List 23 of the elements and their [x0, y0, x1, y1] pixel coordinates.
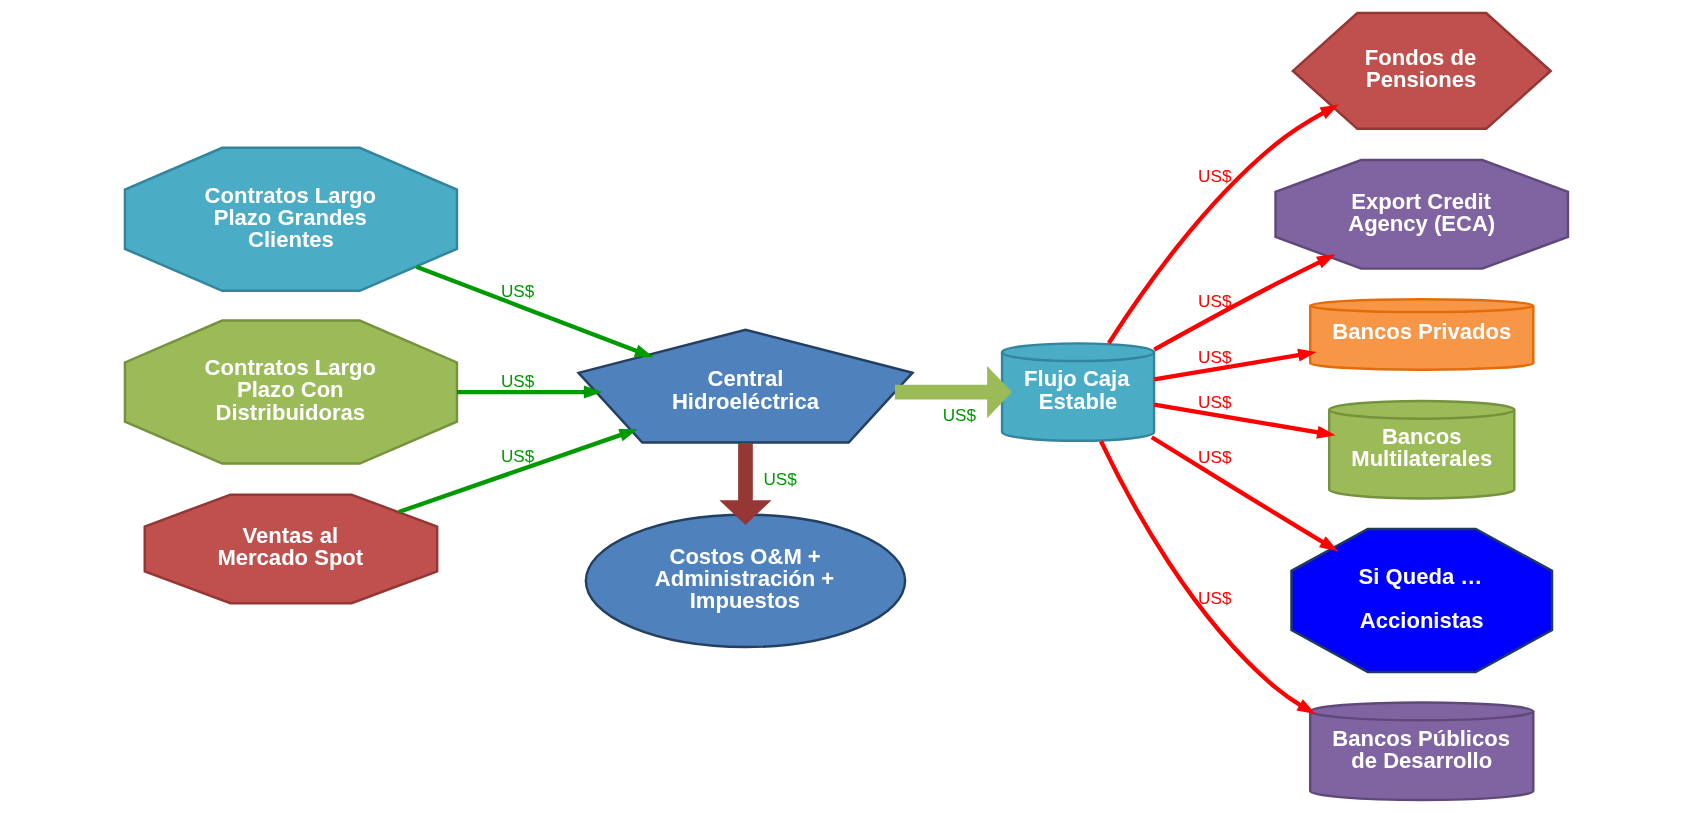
arrow — [397, 428, 638, 514]
arrow — [456, 385, 602, 399]
arrow — [1153, 402, 1335, 439]
node-ellipse: Costos O&M + Administración + Impuestos — [584, 513, 906, 649]
arrow — [1153, 348, 1317, 382]
arrow — [415, 264, 653, 358]
edge-label: US$ — [1197, 392, 1231, 413]
arrow — [1098, 440, 1316, 715]
edge-label: US$ — [500, 446, 534, 467]
arrow — [1106, 104, 1339, 345]
edge-label: US$ — [1197, 447, 1231, 468]
arrow — [1150, 435, 1338, 552]
arrow — [894, 366, 1012, 419]
edge-label: US$ — [1197, 165, 1231, 186]
edge-label: US$ — [762, 468, 797, 489]
edge-label: US$ — [1197, 588, 1231, 609]
arrow — [718, 442, 772, 525]
edge-label: US$ — [1197, 346, 1231, 367]
edge-label: US$ — [500, 280, 534, 301]
arrow — [1152, 254, 1335, 352]
edge-label: US$ — [500, 371, 534, 392]
edge-label: US$ — [942, 405, 976, 426]
edge-label: US$ — [1197, 290, 1231, 311]
